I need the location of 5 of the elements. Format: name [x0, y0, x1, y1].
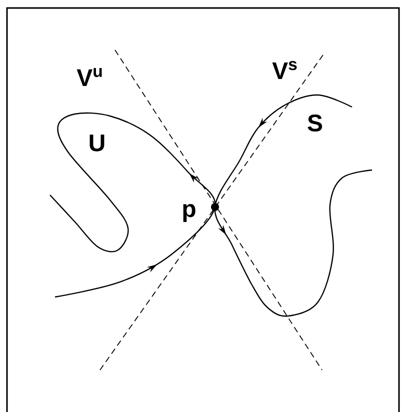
- region-label: S: [308, 114, 322, 132]
- manifold-label: V$^{u}$: [76, 68, 102, 86]
- point-label: p: [183, 204, 196, 222]
- region-label: U: [90, 134, 104, 152]
- manifold-label: V$^{s}$: [272, 60, 297, 80]
